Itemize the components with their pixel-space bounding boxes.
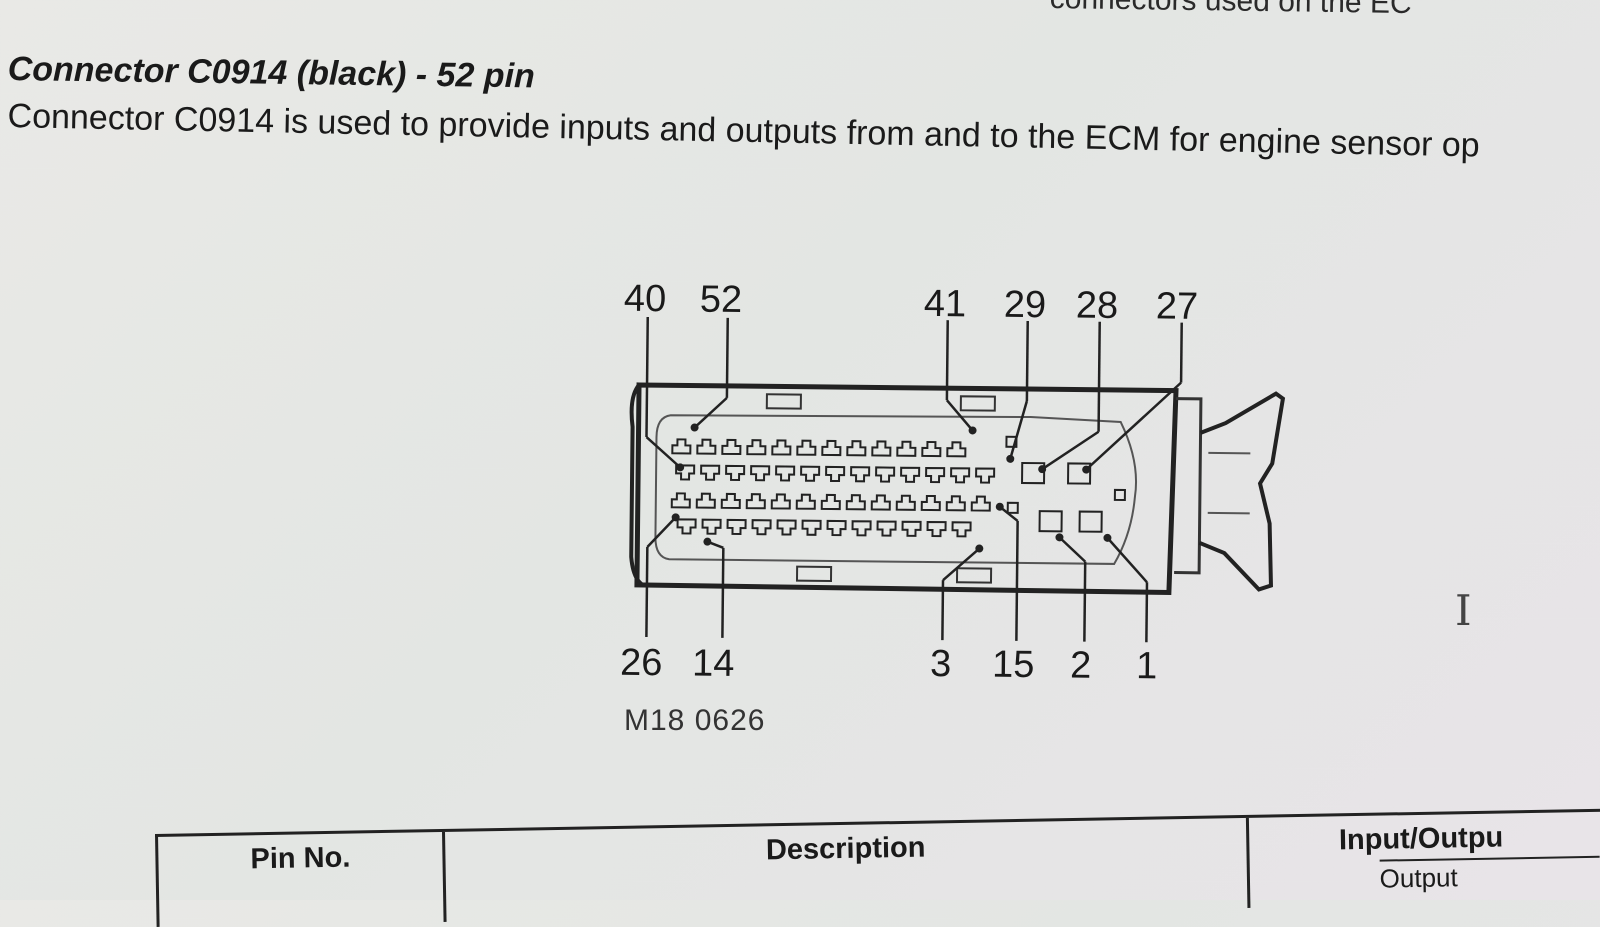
- pin-cavity: [796, 439, 817, 456]
- connector-left-cap: [629, 383, 645, 587]
- pin-label-bottom: 1: [1136, 645, 1158, 687]
- pin-cavity: [726, 518, 747, 536]
- pin-cavity: [701, 518, 722, 535]
- pin-label-top: 29: [1004, 284, 1047, 326]
- large-pin: [1067, 462, 1092, 485]
- pin-cavity: [720, 492, 741, 510]
- connector-cavity: [654, 414, 1138, 565]
- pin-cavity: [920, 494, 941, 512]
- pin-cavity: [846, 440, 867, 457]
- pin-cavity: [670, 492, 691, 509]
- pin-cavity: [901, 520, 922, 537]
- pin-cavity: [746, 439, 767, 456]
- connector-tab: [955, 567, 993, 584]
- pin-cavity: [820, 493, 841, 511]
- text-cursor-icon: I: [1455, 586, 1472, 635]
- pin-cavity: [871, 440, 892, 457]
- pin-cavity: [950, 467, 971, 484]
- connector-latch: [1174, 397, 1203, 575]
- pin-cavity: [826, 519, 847, 537]
- column-header-pin-no: Pin No.: [158, 831, 447, 927]
- callout-dots: [671, 423, 1112, 553]
- pin-cavity: [970, 495, 991, 512]
- column-header-input-output: Input/Outpu Output: [1249, 811, 1600, 907]
- pin-cavity: [921, 440, 942, 458]
- large-pin: [1021, 461, 1046, 485]
- connector-tab: [765, 393, 802, 410]
- pin-cavity: [696, 438, 717, 455]
- pin-cavity: [801, 519, 822, 536]
- pin-cavity: [795, 493, 816, 510]
- pin-cavity: [926, 520, 947, 538]
- pin-label-bottom: 2: [1070, 644, 1092, 686]
- connector-heading: Connector C0914 (black) - 52 pin: [7, 50, 536, 96]
- small-pin: [1005, 435, 1018, 448]
- pin-cavity: [951, 521, 972, 538]
- callout-lines: [645, 317, 1183, 643]
- pin-cavity: [875, 466, 896, 483]
- pin-cavity: [825, 465, 846, 483]
- pin-label-bottom: 26: [620, 642, 663, 684]
- pin-cavity: [845, 494, 866, 511]
- connector-description: Connector C0914 is used to provide input…: [7, 97, 1481, 165]
- small-pin: [1006, 501, 1019, 514]
- pin-cavity: [775, 465, 796, 482]
- pin-cavity: [776, 519, 797, 536]
- pin-cavity: [751, 519, 772, 536]
- pin-cavity: [876, 520, 897, 537]
- column-header-input-output-label: Input/Outpu: [1338, 821, 1504, 857]
- column-header-description: Description: [444, 817, 1251, 922]
- pin-cavity: [695, 492, 716, 509]
- pin-cavity: [895, 494, 916, 511]
- table-cell-io: Output: [1379, 855, 1600, 895]
- pin-cavity: [821, 439, 842, 457]
- pin-label-bottom: 14: [692, 643, 735, 685]
- large-pin: [1078, 510, 1103, 533]
- top-text-fragment: connectors used on the EC: [1049, 0, 1412, 21]
- pin-cavity: [946, 441, 967, 458]
- pin-label-bottom: 15: [992, 644, 1035, 686]
- small-pin: [1113, 488, 1126, 502]
- pin-cavity: [770, 493, 791, 510]
- pin-cavity: [676, 518, 697, 535]
- connector-tab: [795, 565, 833, 582]
- pin-cavity: [745, 493, 766, 510]
- pin-cavity: [771, 439, 792, 456]
- pin-cavity: [725, 464, 746, 482]
- pin-cavity: [800, 465, 821, 482]
- pin-cavity: [900, 466, 921, 483]
- connector-tab: [959, 395, 996, 412]
- connector-latch-inner: [1207, 451, 1251, 515]
- large-pin: [1038, 510, 1063, 533]
- pin-label-top: 28: [1076, 285, 1119, 327]
- pin-cavity: [671, 438, 692, 455]
- figure-code: M18 0626: [624, 704, 766, 737]
- pin-label-bottom: 3: [930, 643, 952, 685]
- connector-body: [634, 382, 1179, 596]
- connector-latch-arm: [1198, 391, 1286, 592]
- pin-cavity: [896, 440, 917, 457]
- pin-cavity: [870, 494, 891, 511]
- pin-cavity: [700, 464, 721, 481]
- pin-cavity: [750, 465, 771, 482]
- pin-table-header: Pin No. Description Input/Outpu Output: [155, 808, 1600, 927]
- pin-cavity: [851, 520, 872, 537]
- pin-cavity: [850, 466, 871, 483]
- pin-cavity: [721, 438, 742, 456]
- pin-cavity: [675, 464, 696, 481]
- connector-pinout-diagram: 40 52 41 29 28 27 26 14 3 15 2 1: [620, 278, 1286, 687]
- pin-label-top: 52: [700, 279, 743, 321]
- pin-label-top: 27: [1156, 285, 1199, 327]
- pin-cavity: [975, 467, 996, 484]
- pin-rows: [670, 438, 996, 538]
- pin-label-top: 40: [624, 278, 667, 320]
- pin-cavity: [945, 495, 966, 512]
- pin-cavity: [925, 466, 946, 484]
- pin-label-top: 41: [924, 283, 967, 325]
